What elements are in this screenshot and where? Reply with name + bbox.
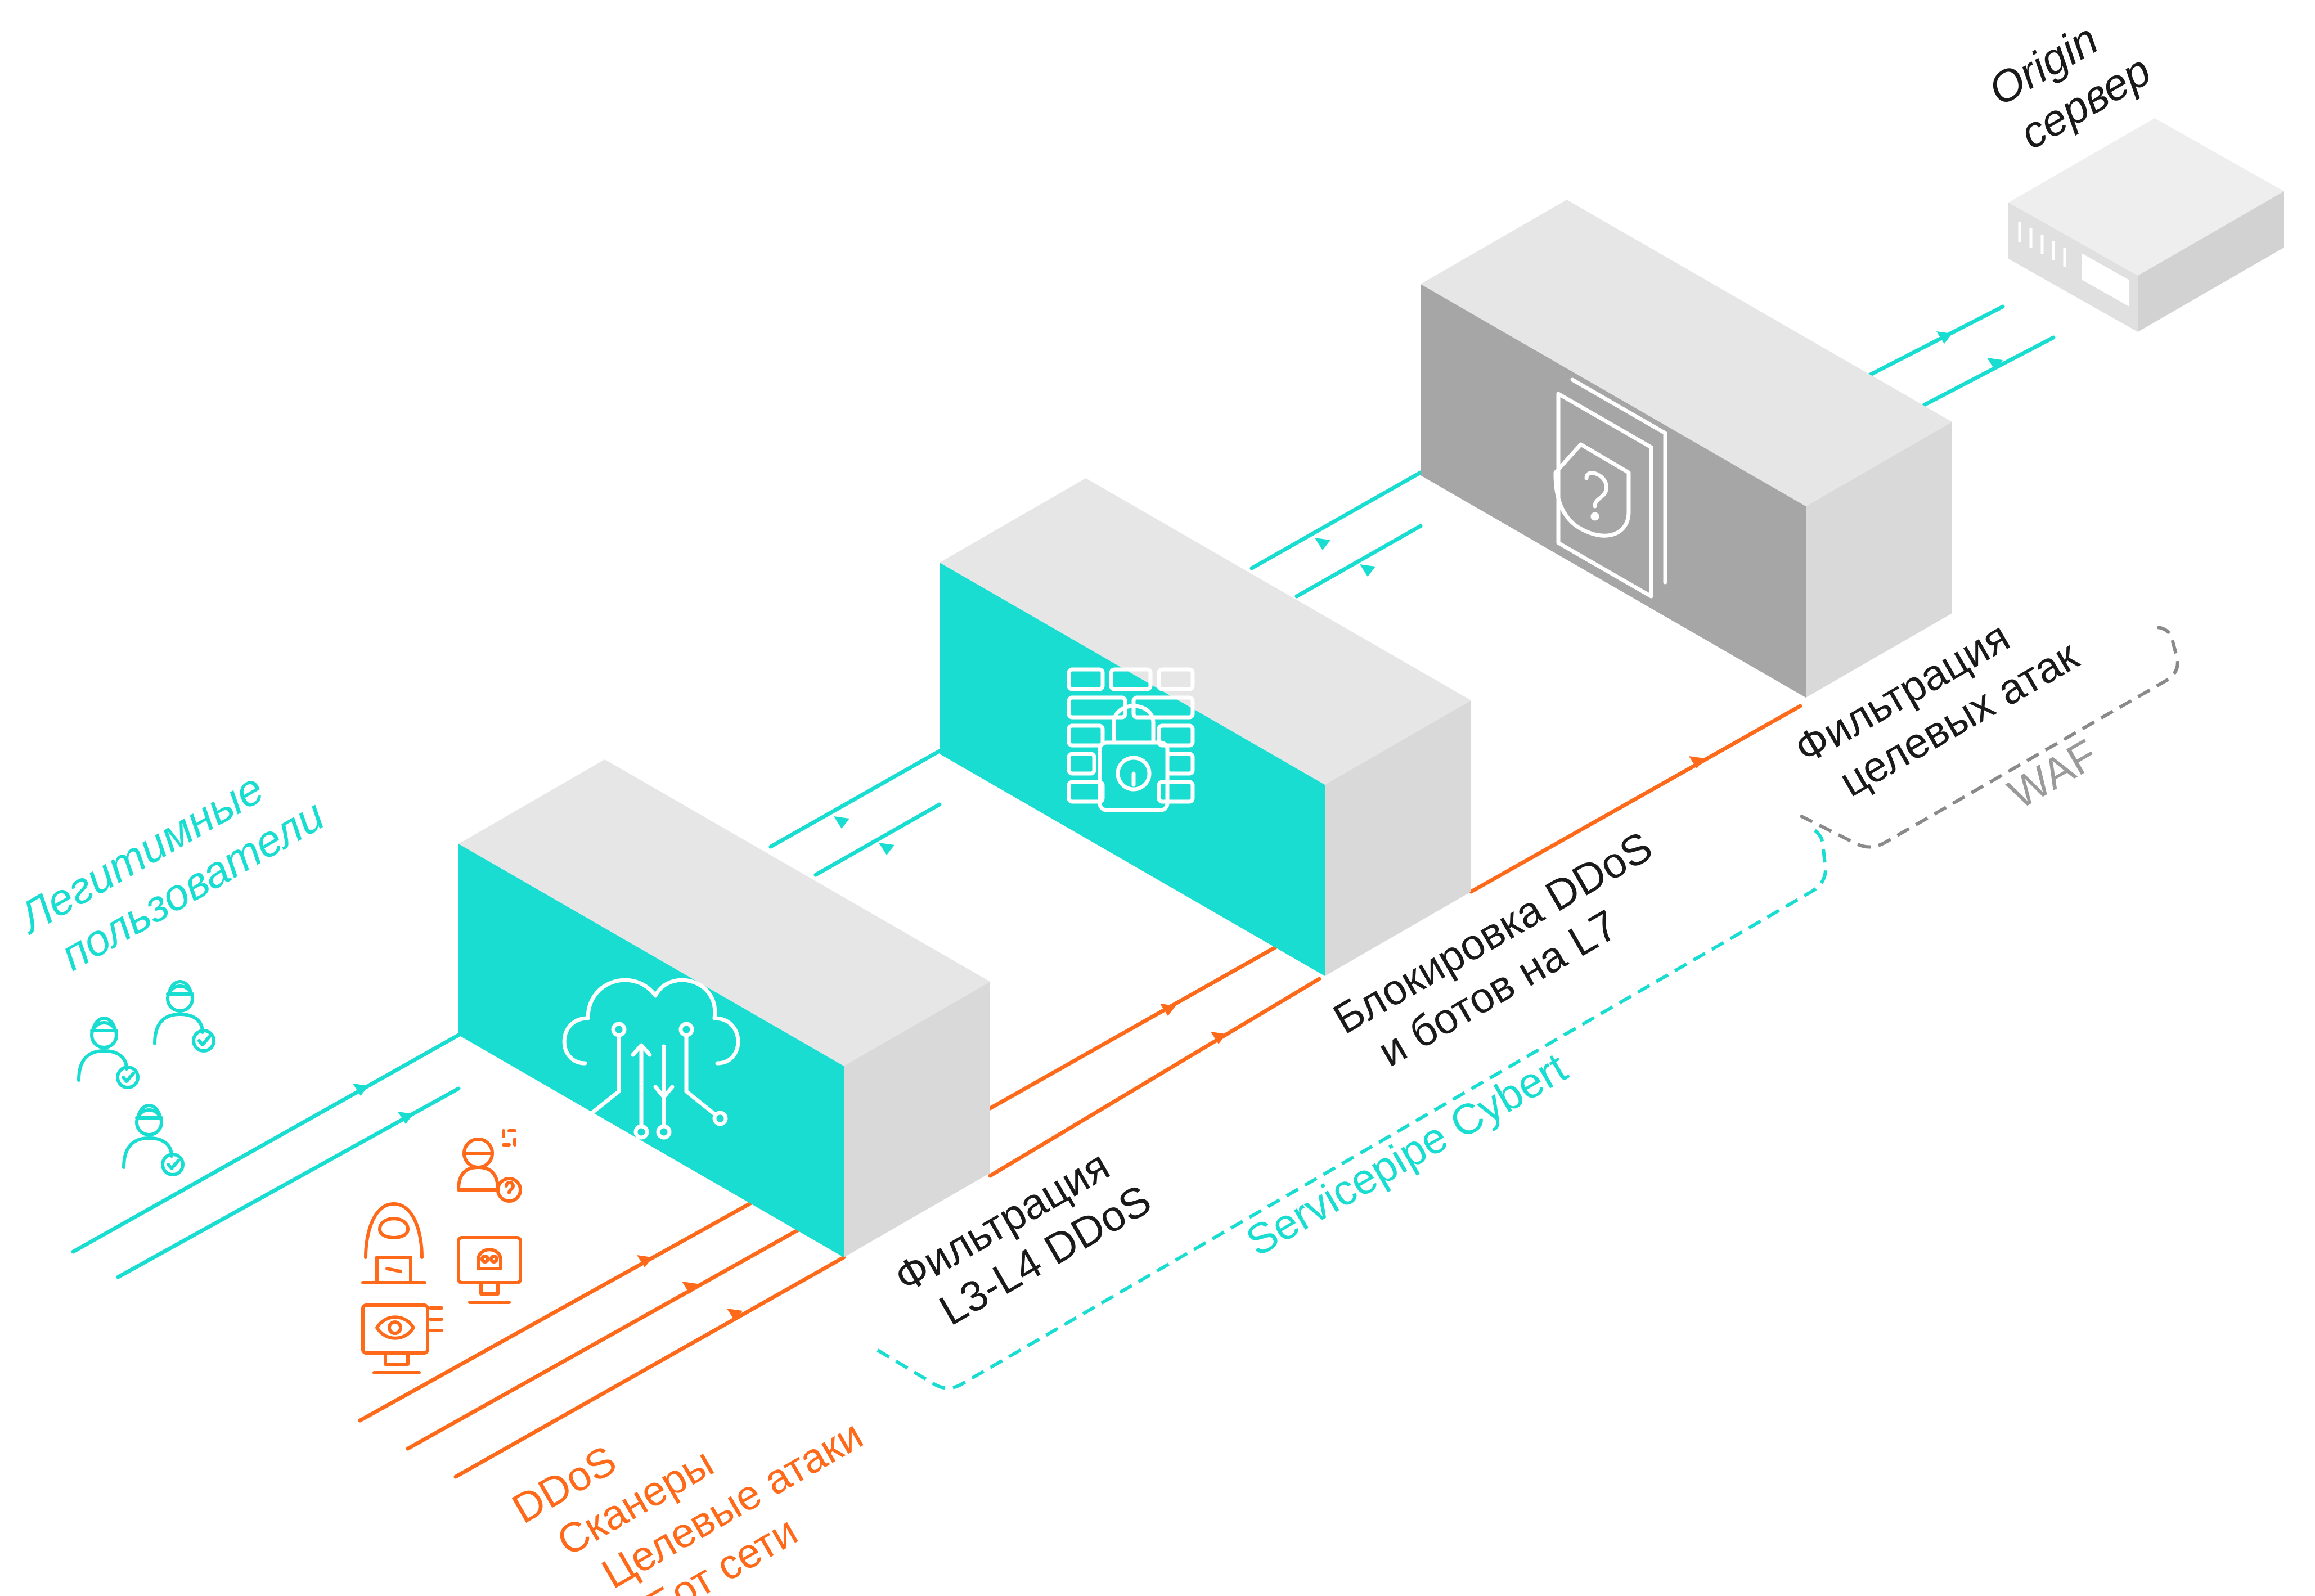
stage-3-box (1421, 200, 1952, 698)
legit-line-3 (768, 749, 942, 849)
stage-3-side (1806, 422, 1952, 698)
spy-icon (457, 1129, 522, 1203)
legit-line-6 (1294, 524, 1423, 599)
attack-line-4 (988, 920, 1321, 1111)
verified-user-icon (77, 1017, 140, 1089)
arrow-head (1360, 564, 1375, 577)
hacker-icon (361, 1202, 426, 1284)
attack-line-5 (988, 977, 1321, 1178)
legit-line-1 (71, 1033, 461, 1254)
stage-1-side (844, 982, 990, 1257)
server-top (2008, 118, 2284, 276)
arrow-head (1211, 1032, 1226, 1044)
arrow-head (637, 1255, 653, 1267)
firewall-lock-icon (1067, 667, 1195, 812)
stage-3-front (1421, 284, 1806, 698)
waf-label: WAF (2001, 730, 2105, 819)
stage-2-side (1325, 700, 1471, 976)
legit-line-2 (116, 1086, 461, 1279)
legit-line-5 (1249, 470, 1423, 570)
document-shield-icon (1553, 377, 1667, 599)
attack-traffic-lines (358, 704, 1802, 1479)
stage-2-box (940, 478, 1471, 976)
arrow-head (1315, 538, 1330, 550)
attack-line-3 (453, 1255, 846, 1479)
legit-line-8 (1922, 335, 2056, 407)
attack-traffic-arrows (637, 756, 1705, 1321)
verified-user-icon (153, 980, 215, 1053)
stage-1-front (458, 844, 844, 1257)
attack-types-label: DDoS Сканеры Целевые атаки Бот сети (505, 1411, 871, 1596)
attack-line-1 (358, 1196, 762, 1423)
arrow-head (353, 1084, 368, 1096)
attackers-group (361, 1129, 522, 1374)
arrow-head (398, 1112, 413, 1124)
server-vents (2018, 222, 2066, 267)
arrow-head (879, 843, 894, 855)
legit-traffic-arrows (353, 331, 2003, 1124)
legit-users-group (77, 980, 215, 1176)
stage-1-top (458, 759, 990, 1066)
attack-line-2 (406, 1224, 807, 1451)
arrow-head (1160, 1004, 1176, 1016)
skull-monitor-icon (457, 1236, 522, 1304)
verified-user-icon (122, 1104, 185, 1176)
waf-bracket (1799, 626, 2179, 849)
arrow-head (834, 816, 849, 829)
stage-1-box (458, 759, 990, 1257)
legit-line-4 (813, 802, 942, 877)
server-side (2138, 191, 2284, 332)
servicepipe-bracket (876, 825, 1828, 1390)
arrow-head (1987, 358, 2003, 370)
servicepipe-label: Servicepipe Cybert (1238, 1044, 1575, 1266)
attack-line-6 (1469, 704, 1802, 894)
arrow-head (727, 1309, 743, 1321)
cloud-network-icon (562, 978, 740, 1140)
arrow-head (682, 1282, 698, 1294)
stage-2-top (940, 478, 1471, 785)
server-icon (2008, 118, 2284, 332)
server-panel (2082, 253, 2129, 307)
arrow-head (1689, 756, 1705, 768)
eye-monitor-icon (361, 1303, 443, 1374)
stage-3-top (1421, 200, 1952, 506)
stage-2-front (940, 563, 1325, 976)
legit-users-label: Легитимные пользователи (8, 763, 332, 980)
arrow-head (1936, 331, 1952, 344)
